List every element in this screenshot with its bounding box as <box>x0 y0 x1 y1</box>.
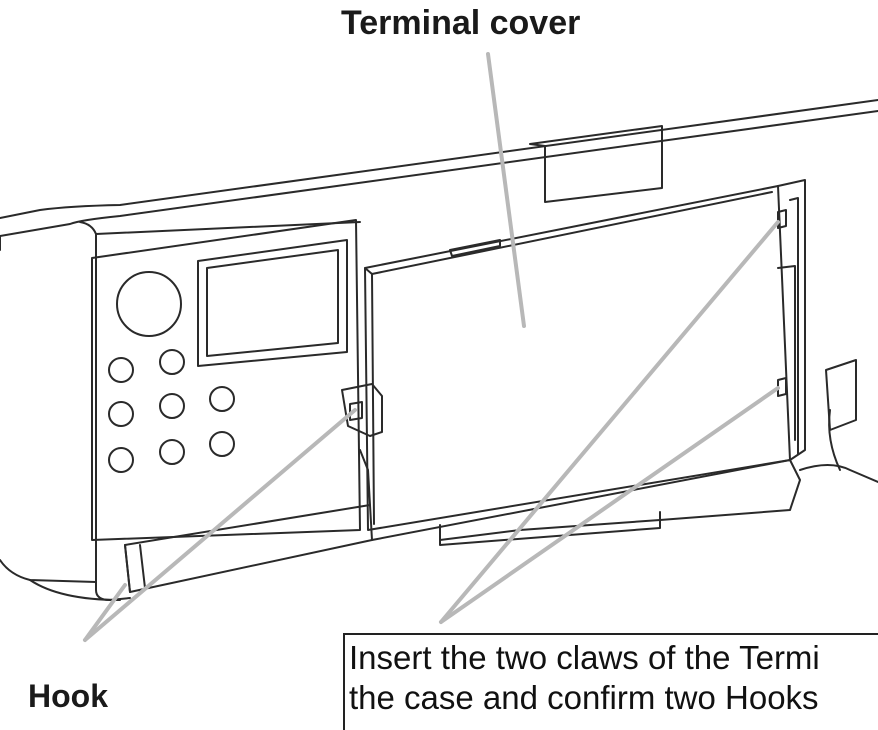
hook-label: Hook <box>28 678 108 714</box>
hook-bracket <box>341 383 383 437</box>
case-left-bottom <box>0 559 97 583</box>
case-top-edge <box>0 221 97 251</box>
leader-claw-upper <box>439 220 780 624</box>
terminal-cover-label: Terminal cover <box>341 4 581 42</box>
bottom-rail <box>124 504 373 593</box>
top-clip <box>529 125 663 203</box>
display-bezel <box>197 239 348 367</box>
leader-claw-lower <box>439 386 780 624</box>
base-foot <box>371 459 801 541</box>
terminal-cover-panel <box>364 185 791 531</box>
leader-terminal-cover <box>486 52 526 328</box>
dial <box>116 271 182 337</box>
instruction-line-2: the case and confirm two Hooks <box>349 679 819 716</box>
claw-lower <box>777 377 787 397</box>
instruction-line-1: Insert the two claws of the Termi <box>349 639 820 676</box>
control-panel <box>91 219 361 541</box>
display-screen <box>206 249 339 357</box>
leader-hook-1 <box>83 583 127 642</box>
instruction-note: Insert the two claws of the Termi the ca… <box>343 633 878 730</box>
leader-hook-2 <box>83 408 357 642</box>
case-top-surface <box>0 99 878 237</box>
